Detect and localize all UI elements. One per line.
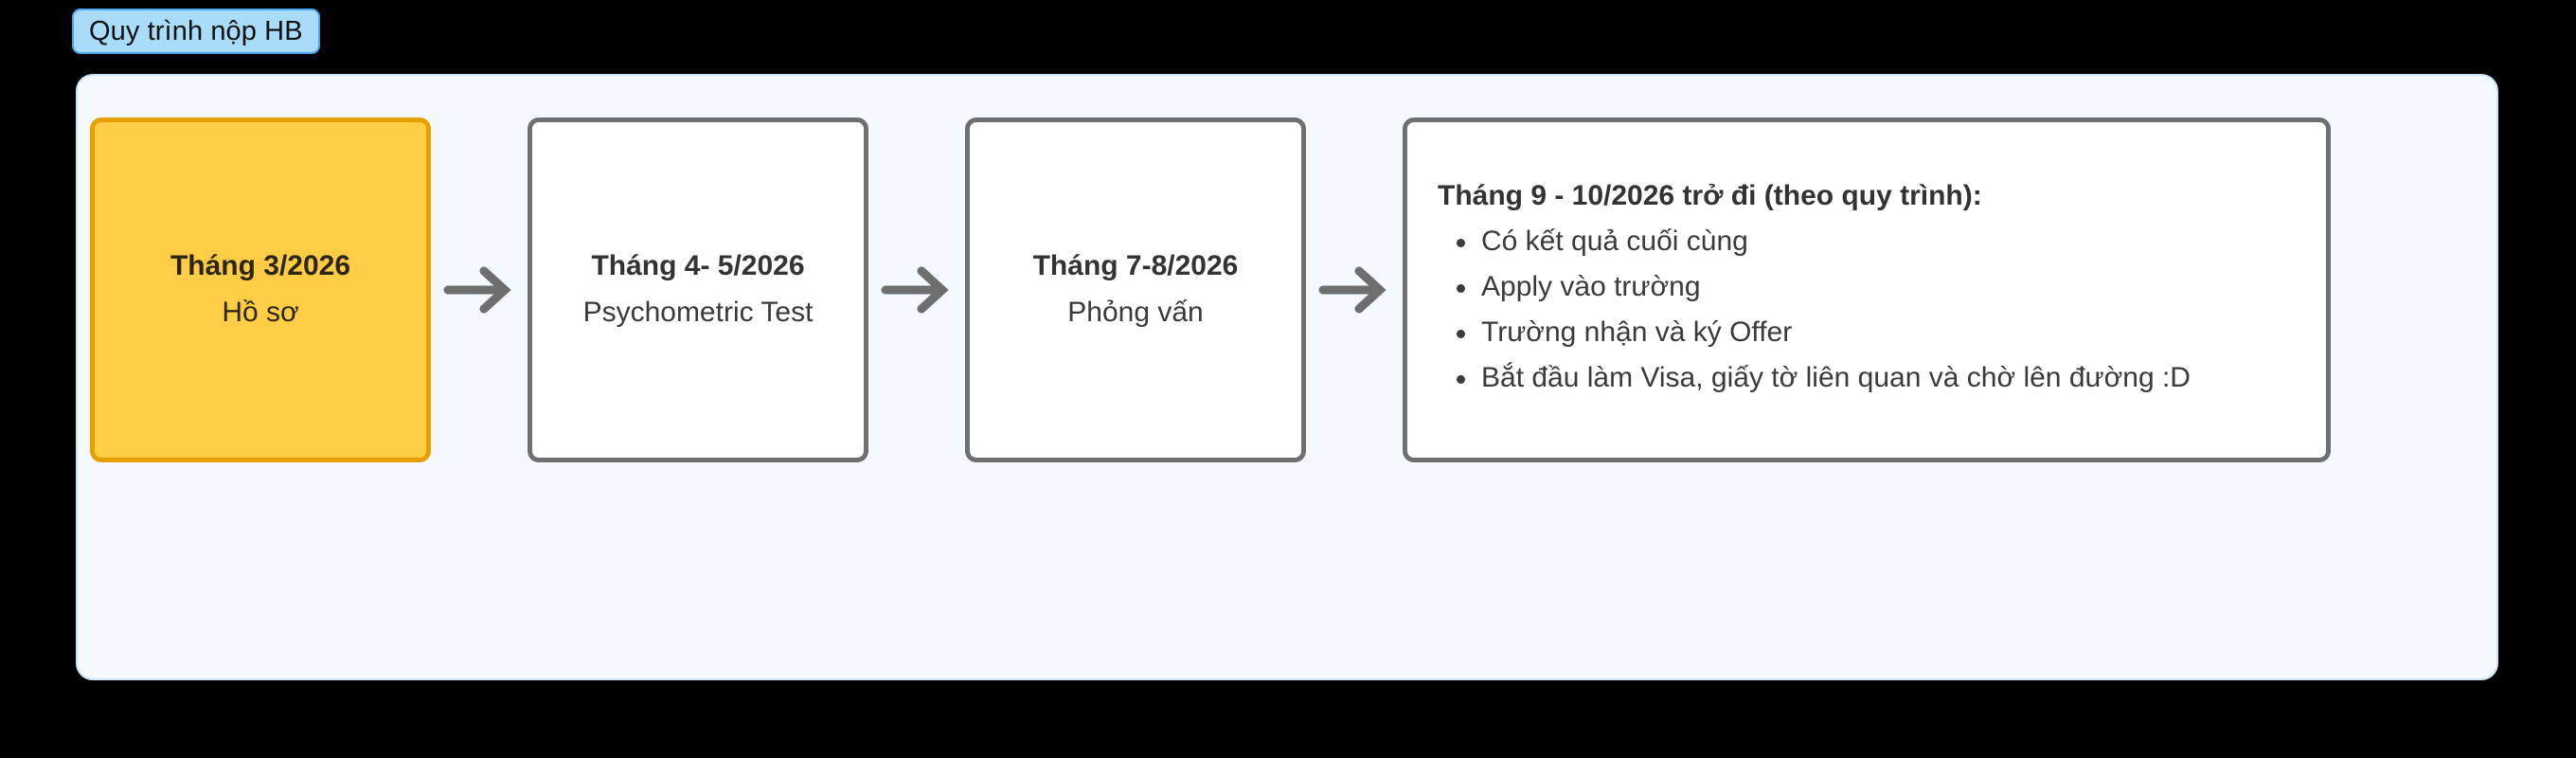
flow-step-4-detail[interactable]: Tháng 9 - 10/2026 trở đi (theo quy trình… (1403, 117, 2331, 462)
list-item: Apply vào trường (1457, 264, 2191, 310)
flow-step-3[interactable]: Tháng 7-8/2026 Phỏng vấn (965, 117, 1306, 462)
flow-step-2-subtitle: Psychometric Test (582, 297, 814, 328)
flow-step-3-subtitle: Phỏng vấn (1067, 297, 1204, 328)
list-item: Bắt đầu làm Visa, giấy tờ liên quan và c… (1457, 355, 2191, 401)
arrow-right-icon (1306, 260, 1403, 320)
arrow-right-icon (431, 260, 528, 320)
flow-step-3-title: Tháng 7-8/2026 (1032, 250, 1239, 282)
detail-list: Có kết quả cuối cùng Apply vào trường Tr… (1438, 219, 2191, 401)
process-flow: Tháng 3/2026 Hồ sơ Tháng 4- 5/2026 Psych… (90, 117, 2331, 462)
arrow-right-icon (868, 260, 965, 320)
flow-step-1-title: Tháng 3/2026 (170, 250, 351, 282)
flow-step-2-title: Tháng 4- 5/2026 (591, 250, 805, 282)
frame-label[interactable]: Quy trình nộp HB (72, 9, 320, 54)
list-item: Trường nhận và ký Offer (1457, 310, 2191, 355)
detail-heading: Tháng 9 - 10/2026 trở đi (theo quy trình… (1438, 180, 1982, 211)
frame-label-text: Quy trình nộp HB (89, 15, 303, 46)
list-item: Có kết quả cuối cùng (1457, 219, 2191, 264)
flow-step-2[interactable]: Tháng 4- 5/2026 Psychometric Test (528, 117, 868, 462)
flow-step-1-subtitle: Hồ sơ (222, 297, 299, 328)
flow-step-1[interactable]: Tháng 3/2026 Hồ sơ (90, 117, 431, 462)
